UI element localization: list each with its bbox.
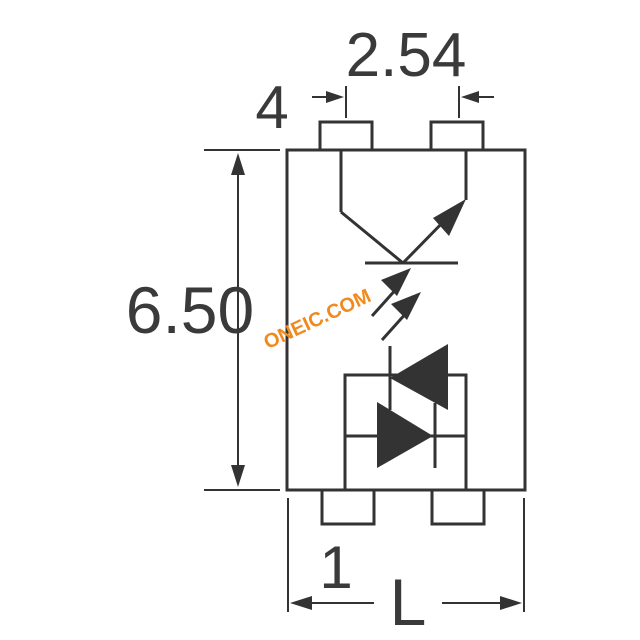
led-upper-symbol [388,344,448,410]
pin-top-left [318,120,374,152]
pitch-arrow-left [326,91,344,103]
pin-pitch-label: 2.54 [346,21,467,90]
light-arrow-head-lower [391,292,421,320]
emitter-arrow-head [433,199,466,236]
package-body [285,148,527,492]
pin-bottom-right [430,488,486,526]
light-arrow-head-upper [381,268,411,296]
pin-4-label: 4 [255,74,288,141]
phototransistor-symbol [339,150,468,265]
watermark-text: ONEIC.COM [260,285,374,354]
height-dimension-lines [204,149,280,491]
pin-top-right [429,120,485,152]
pin-bottom-left [320,488,376,526]
pitch-dimension-lines [312,86,494,118]
pitch-arrow-right [461,91,479,103]
led-lower-symbol [377,402,437,468]
height-arrow-top [231,153,245,175]
height-label: 6.50 [126,273,254,347]
width-arrow-right [500,596,522,610]
width-arrow-left [290,596,312,610]
width-label: L [390,565,427,639]
pin-1-label: 1 [319,534,352,601]
width-dimension-lines [287,498,525,612]
height-arrow-bottom [231,465,245,487]
